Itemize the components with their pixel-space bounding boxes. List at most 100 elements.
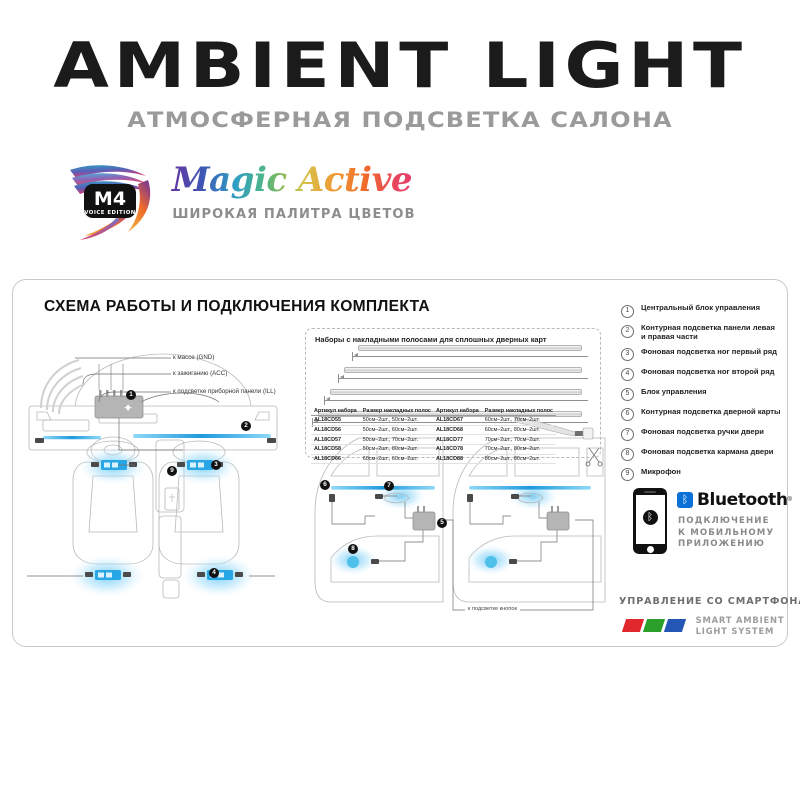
legend-number: 8 xyxy=(621,448,634,462)
cell-size: 60см–2шт., 80см–2шт. xyxy=(481,425,556,436)
legend-number: 7 xyxy=(621,428,634,442)
rgb-bar-green xyxy=(642,619,665,632)
dimension-cap xyxy=(324,396,325,405)
brand-row: M4 VOICE EDITION Magic Active ШИРОКАЯ ПА… xyxy=(62,152,422,248)
magic-active-logo: Magic Active ШИРОКАЯ ПАЛИТРА ЦВЕТОВ xyxy=(166,160,422,222)
bluetooth-icon: ᛒ xyxy=(642,510,658,525)
cell-size: 50см–2шт., 60см–2шт. xyxy=(359,425,434,436)
table-header-row: Артикул набора Размер накладных полос xyxy=(433,406,556,417)
scheme-title: СХЕМА РАБОТЫ И ПОДКЛЮЧЕНИЯ КОМПЛЕКТА xyxy=(44,298,430,315)
bluetooth-badge-icon: ᛒ xyxy=(677,492,693,508)
bluetooth-block: ᛒ ᛒ Bluetooth ® ПОДКЛЮЧЕНИЕ К МОБИЛЬНОМУ… xyxy=(625,488,792,566)
page-title: AMBIENT LIGHT xyxy=(53,29,747,102)
dimension-line xyxy=(338,378,588,379)
cell-size: 70см–2шт., 70см–2шт. xyxy=(481,434,556,445)
callout-8: 8 xyxy=(348,544,358,554)
smartphone-illustration: ᛒ xyxy=(633,488,667,554)
strip-rod xyxy=(330,389,582,395)
magic-active-subtitle: ШИРОКАЯ ПАЛИТРА ЦВЕТОВ xyxy=(172,207,416,222)
dimension-700: 700 мм xyxy=(324,391,588,406)
bluetooth-wordmark: Bluetooth xyxy=(697,490,788,510)
m4-logo-swoosh: M4 VOICE EDITION xyxy=(70,165,151,240)
scheme-panel: СХЕМА РАБОТЫ И ПОДКЛЮЧЕНИЯ КОМПЛЕКТА xyxy=(12,279,800,647)
registered-mark: ® xyxy=(787,497,792,503)
cell-article: AL18CD58 xyxy=(311,444,360,455)
wire-label-gnd: к массе (GND) xyxy=(173,354,215,361)
cell-article: AL18CD78 xyxy=(433,444,482,455)
legend-number: 5 xyxy=(621,388,634,402)
bluetooth-logo: ᛒ Bluetooth ® xyxy=(677,490,792,510)
header: AMBIENT LIGHT АТМОСФЕРНАЯ ПОДСВЕТКА САЛО… xyxy=(0,29,800,134)
cell-size: 60см–2шт., 60см–2шт. xyxy=(359,454,434,465)
callout-7: 7 xyxy=(384,481,394,491)
callout-4: 4 xyxy=(209,568,219,578)
col-size: Размер накладных полос xyxy=(481,406,556,417)
legend-number: 6 xyxy=(621,408,634,422)
legend-label: Фоновая подсветка кармана двери xyxy=(641,446,774,456)
svg-text:M4: M4 xyxy=(94,188,126,210)
legend-item-8: 8 Фоновая подсветка кармана двери xyxy=(621,447,781,462)
legend-number: 4 xyxy=(621,368,634,382)
cell-article: AL18CD56 xyxy=(311,425,360,436)
strip-rod xyxy=(358,345,582,351)
dimension-arrow-icon xyxy=(340,375,344,380)
cell-size: 80см–2шт., 80см–2шт. xyxy=(481,454,556,465)
dimension-cap xyxy=(352,352,353,361)
dimension-line xyxy=(324,400,588,401)
smart-ambient-subtitle: SMART AMBIENT LIGHT SYSTEM xyxy=(695,615,785,636)
legend-label: Центральный блок управления xyxy=(641,303,761,312)
legend-list: 1 Центральный блок управления 2 Контурна… xyxy=(621,303,781,487)
rgb-bars-row: SMART AMBIENT LIGHT SYSTEM xyxy=(619,615,789,636)
cell-article: AL18CD66 xyxy=(311,454,360,465)
callout-6: 6 xyxy=(320,480,330,490)
phone-home-button xyxy=(646,546,654,553)
cell-article: AL18CD88 xyxy=(433,454,482,465)
article-table-right: Артикул набора Размер накладных полос AL… xyxy=(433,406,556,465)
rgb-bar-blue xyxy=(663,619,686,632)
dimension-arrow-icon xyxy=(354,353,358,358)
legend-number: 3 xyxy=(621,348,634,362)
cell-size: 60см–2шт., 70см–2шт. xyxy=(481,415,556,426)
legend-item-4: 4 Фоновая подсветка ног второй ряд xyxy=(621,367,781,382)
dimension-600: 600 мм xyxy=(338,369,588,384)
bluetooth-caption: ПОДКЛЮЧЕНИЕ К МОБИЛЬНОМУ ПРИЛОЖЕНИЮ xyxy=(678,516,775,549)
legend-item-7: 7 Фоновая подсветка ручки двери xyxy=(621,427,781,442)
col-size: Размер накладных полос xyxy=(359,406,434,417)
table-header-row: Артикул набора Размер накладных полос xyxy=(311,406,434,417)
cell-size: 50см–2шт., 70см–2шт. xyxy=(359,434,434,445)
legend-label: Фоновая подсветка ног первый ряд xyxy=(641,346,777,356)
col-article: Артикул набора xyxy=(433,406,482,417)
svg-text:✦: ✦ xyxy=(123,401,133,415)
legend-label: Фоновая подсветка ног второй ряд xyxy=(641,366,775,376)
smartphone-control-block: УПРАВЛЕНИЕ СО СМАРТФОНА SMART AMBIENT LI… xyxy=(619,596,800,638)
strip-sets-title: Наборы с накладными полосами для сплошны… xyxy=(315,335,547,344)
cell-article: AL18CD55 xyxy=(311,415,360,426)
cell-size: 50см–2шт., 50см–2шт. xyxy=(359,415,434,426)
strip-rod xyxy=(344,367,582,373)
legend-label: Контурная подсветка панели левая и права… xyxy=(641,323,775,342)
dimension-500: 500 мм xyxy=(352,347,588,362)
smartphone-control-title: УПРАВЛЕНИЕ СО СМАРТФОНА xyxy=(619,596,800,607)
dimension-arrow-icon xyxy=(326,397,330,402)
magic-active-wordmark: Magic Active xyxy=(166,160,422,200)
callout-3: 3 xyxy=(211,460,221,470)
cell-article: AL18CD68 xyxy=(433,425,482,436)
legend-item-6: 6 Контурная подсветка дверной карты xyxy=(621,407,781,422)
wire-label-ill: к подсветке приборной панели (ILL) xyxy=(173,388,276,395)
dimension-line xyxy=(352,356,588,357)
article-table-left: Артикул набора Размер накладных полос AL… xyxy=(311,406,434,465)
legend-item-2: 2 Контурная подсветка панели левая и пра… xyxy=(621,323,781,341)
cell-article: AL18CD67 xyxy=(433,415,482,426)
legend-label: Микрофон xyxy=(641,466,681,476)
rgb-bar-red xyxy=(621,619,644,632)
